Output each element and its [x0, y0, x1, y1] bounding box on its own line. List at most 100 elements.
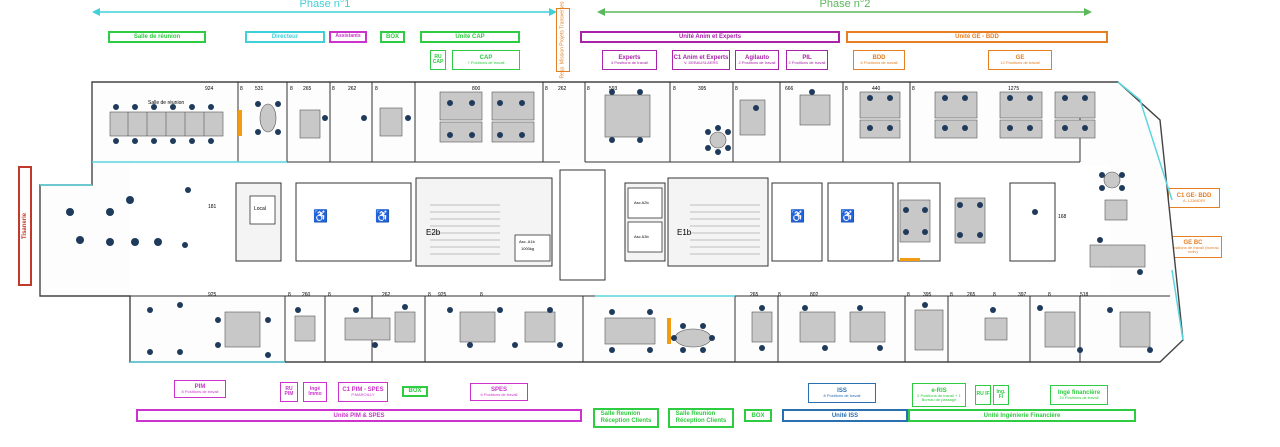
dim: 395 [698, 86, 707, 92]
label-resp-mission: Resp. Mission Projets Transverses [556, 2, 570, 78]
label-sub: V. DEBAUSLAERS [683, 60, 719, 66]
dim: 925 [438, 292, 447, 298]
local-room [249, 195, 276, 225]
round-tables [259, 103, 1121, 348]
band-unite-pim-spes: Unité PIM & SPES [136, 409, 582, 422]
dim: 265 [967, 292, 976, 298]
label-box-top: BOX [380, 31, 405, 43]
label-title: SPES [490, 386, 507, 393]
dim: 260 [302, 292, 311, 298]
label-title: Assistants [335, 33, 361, 40]
plan-asc-a3b: Asc A3b [634, 234, 649, 239]
label-sub: 2 Positions de travail + 1 Bureau de pas… [917, 392, 961, 403]
dim: 8 [735, 86, 738, 92]
dim: 8 [912, 86, 915, 92]
label-sub: P.MAROILLY [351, 392, 375, 398]
label-title: Ingé financière [1057, 389, 1101, 396]
dim: 1275 [1008, 86, 1020, 92]
dim: 397 [1018, 292, 1027, 298]
phase-2-label: Phase n°2 [790, 0, 900, 10]
label-title: RU CAP [432, 53, 444, 65]
band-salle-reunion-2: Salle Reunion Réception Clients [668, 408, 734, 428]
label-sub: 10 Positions de travail [1059, 395, 1099, 401]
elevator-a1b [514, 234, 551, 262]
elevator-a3b [627, 221, 663, 253]
label-sub: 4 Positions de travail [611, 60, 648, 66]
plan-salle-reunion: Salle de réunion [148, 100, 185, 106]
label-title: C1 PIM - SPES [342, 386, 384, 393]
dim: 395 [923, 292, 932, 298]
label-title: Experts [618, 54, 641, 61]
label-title: C1 GE- BDD [1176, 192, 1212, 199]
dim: 8 [240, 86, 243, 92]
dim: 925 [208, 292, 217, 298]
dim: 8 [332, 86, 335, 92]
plan-e2b: E2b [426, 228, 441, 237]
label-tisanerie: Tisanerie [18, 166, 32, 286]
label-sub: 6 Positions de travail [480, 392, 518, 398]
band-unite-ingenierie-financiere: Unité Ingénierie Financière [908, 409, 1136, 422]
dim: 802 [810, 292, 819, 298]
label-unite-anim-experts: Unité Anim et Experts [580, 31, 840, 43]
dim: 8 [907, 292, 910, 298]
phase-1-arrow [92, 4, 557, 16]
dim: 518 [1080, 292, 1089, 298]
plan-asc-a1b: Asc. A1b [519, 239, 535, 244]
label-title: Unité Anim et Experts [678, 33, 742, 40]
label-title: GE [1015, 54, 1025, 61]
label-box-bottom: BOX [402, 386, 428, 397]
label-title: C1 Anim et Experts [673, 54, 729, 61]
plan-asc-a1b-cap: 1000kg [521, 246, 535, 251]
label-sub: A. LZANDRI [1182, 198, 1205, 204]
label-sub: 8 Positions de travail [823, 393, 861, 399]
label-title: Unité CAP [455, 33, 485, 40]
phase-2-arrow-svg [597, 8, 1092, 16]
phase-1-label: Phase n°1 [270, 0, 380, 10]
dim-right: 168 [1058, 214, 1067, 220]
svg-text:♿: ♿ [790, 209, 805, 223]
label-title: Salle de réunion [133, 33, 181, 40]
corridor [130, 165, 1110, 295]
dim: 800 [472, 86, 481, 92]
orange-markers [238, 110, 920, 344]
label-sub: 2 Positions de travail [788, 60, 826, 66]
dim: 8 [1048, 292, 1051, 298]
chairs [66, 89, 1153, 358]
elevator-a2b [627, 187, 663, 219]
desks [109, 91, 1151, 351]
wc-icons: ♿♿ ♿♿ [313, 209, 855, 223]
label-ru-pim: RU PIM [280, 382, 298, 402]
label-title: BOX [385, 33, 399, 40]
dim: 262 [348, 86, 357, 92]
plan-asc-a2b: Asc A2b [634, 200, 649, 205]
band-salle-reunion-1: Salle Reunion Réception Clients [593, 408, 659, 428]
stairs-e1b [690, 204, 760, 255]
label-assistants: Assistants [329, 31, 367, 43]
stairs-e2b [430, 204, 500, 255]
label-inge-immo: Ingé Immo [303, 382, 327, 402]
label-title: RU IF [976, 391, 990, 398]
dim: 8 [288, 292, 291, 298]
dim: 8 [778, 292, 781, 298]
svg-text:♿: ♿ [375, 209, 390, 223]
dim: 8 [480, 292, 483, 298]
dim: 440 [872, 86, 881, 92]
plan-local: Local [254, 206, 266, 212]
band-unite-iss: Unité ISS [782, 409, 908, 422]
dim: 8 [673, 86, 676, 92]
label-title: Directeur [271, 33, 299, 40]
dim: 8 [845, 86, 848, 92]
label-title: BOX [408, 388, 422, 395]
label-title: PIL [802, 54, 812, 61]
band-box: BOX [744, 409, 772, 422]
label-title: e-RIS [931, 387, 947, 394]
label-title: ISS [837, 387, 847, 394]
